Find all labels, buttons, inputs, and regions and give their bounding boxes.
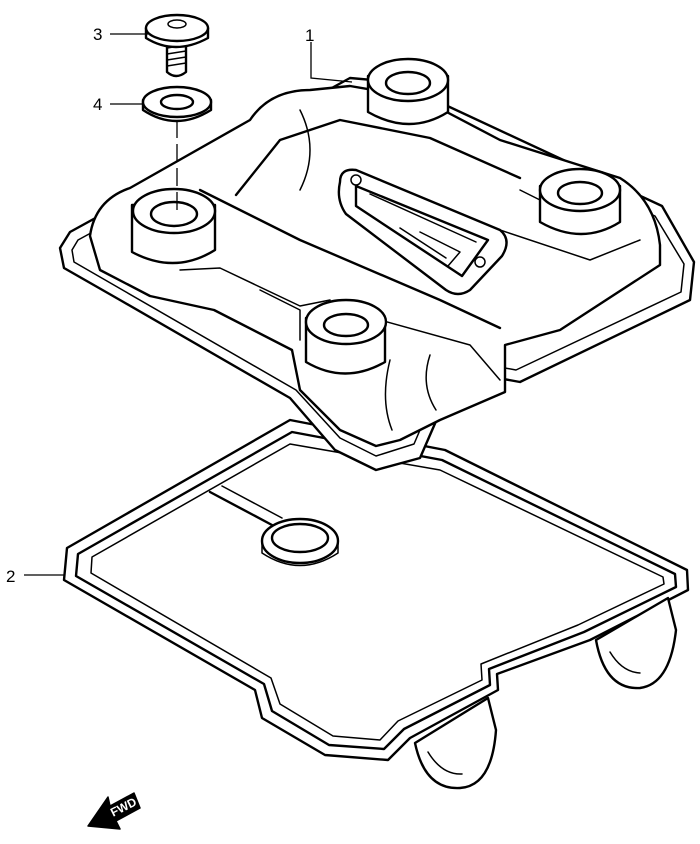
leader-1 <box>310 42 353 83</box>
fwd-direction-marker: FWD <box>87 792 141 830</box>
callout-4: 4 <box>93 95 102 114</box>
callout-2: 2 <box>6 567 15 586</box>
cover-gasket[interactable] <box>62 418 690 790</box>
callout-leaders <box>24 33 353 576</box>
bolt[interactable] <box>144 13 210 78</box>
cylinder-head-cover[interactable] <box>58 57 696 472</box>
callout-3: 3 <box>93 25 102 44</box>
callout-1: 1 <box>305 26 314 45</box>
washer[interactable] <box>141 85 213 123</box>
arrow-icon <box>87 792 141 830</box>
